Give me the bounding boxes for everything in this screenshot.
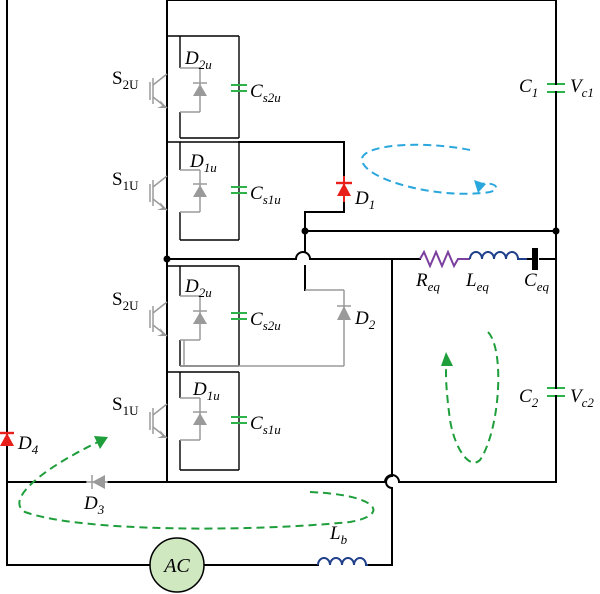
switch-cell-s1u-top xyxy=(149,141,247,241)
label-d1: D1 xyxy=(354,188,375,212)
label-d2u-top: D2u xyxy=(184,48,212,72)
label-cs2u-bottom: Cs2u xyxy=(250,309,281,333)
current-loop-green-bottom xyxy=(18,436,375,530)
capacitor-cs1u-top-icon xyxy=(231,186,247,194)
label-c2: C2 xyxy=(519,386,539,410)
label-d1u-bottom: D1u xyxy=(192,379,220,403)
diode-d1u-bottom-icon xyxy=(180,397,207,441)
igbt-icon xyxy=(149,73,168,109)
label-s1u-top: S1U xyxy=(112,169,139,193)
label-c1: C1 xyxy=(519,76,538,100)
current-loop-blue xyxy=(361,143,498,195)
ac-source-icon: AC xyxy=(149,537,205,593)
inductor-lb-icon xyxy=(317,557,368,566)
label-lb: Lb xyxy=(329,523,348,547)
main-wiring xyxy=(6,0,557,566)
component-labels: S2U D2u Cs2u S1U D1u Cs1u S2U D2u Cs2u S… xyxy=(17,48,594,547)
label-d2: D2 xyxy=(354,308,376,332)
switch-cell-s2u-top xyxy=(149,35,247,139)
label-cs1u-bottom: Cs1u xyxy=(250,413,281,437)
label-s2u-top: S2U xyxy=(112,68,139,92)
current-loop-green-right xyxy=(441,331,500,464)
capacitor-cs1u-bottom-icon xyxy=(231,416,247,424)
capacitor-c1-icon xyxy=(547,79,565,99)
label-req: Req xyxy=(415,270,440,294)
capacitor-cs2u-bottom-icon xyxy=(231,312,247,320)
label-d2u-bottom: D2u xyxy=(184,276,212,300)
junction-dots xyxy=(163,227,560,263)
diode-d1u-top-icon xyxy=(180,169,207,213)
label-vc1: Vc1 xyxy=(570,76,594,100)
label-cs2u-top: Cs2u xyxy=(250,81,281,105)
diode-d1-icon xyxy=(336,176,352,202)
ac-label: AC xyxy=(162,555,190,577)
label-s2u-bottom: S2U xyxy=(112,289,139,313)
label-d4: D4 xyxy=(17,433,39,457)
label-s1u-bottom: S1U xyxy=(112,394,139,418)
diode-d2-branch xyxy=(180,289,351,367)
label-leq: Leq xyxy=(465,270,489,294)
label-d1u-top: D1u xyxy=(189,151,217,175)
label-vc2: Vc2 xyxy=(570,386,594,410)
label-ceq: Ceq xyxy=(524,270,549,294)
diode-d2u-bottom-icon xyxy=(180,295,207,341)
inductor-leq-icon xyxy=(469,251,528,260)
switch-cell-s1u-bottom xyxy=(149,371,247,471)
capacitor-cs2u-top-icon xyxy=(231,84,247,92)
resistor-req-icon xyxy=(419,249,470,269)
diode-d2u-top-icon xyxy=(180,67,207,113)
diode-d3-icon xyxy=(86,475,108,489)
igbt-icon xyxy=(149,301,168,337)
igbt-icon xyxy=(149,175,168,211)
igbt-icon xyxy=(149,403,168,439)
label-d3: D3 xyxy=(83,493,105,517)
wire-crossovers xyxy=(294,251,401,490)
capacitor-c2-icon xyxy=(547,383,565,403)
capacitor-ceq-icon xyxy=(527,248,538,270)
diode-d4-icon xyxy=(0,431,14,446)
label-cs1u-top: Cs1u xyxy=(250,183,281,207)
